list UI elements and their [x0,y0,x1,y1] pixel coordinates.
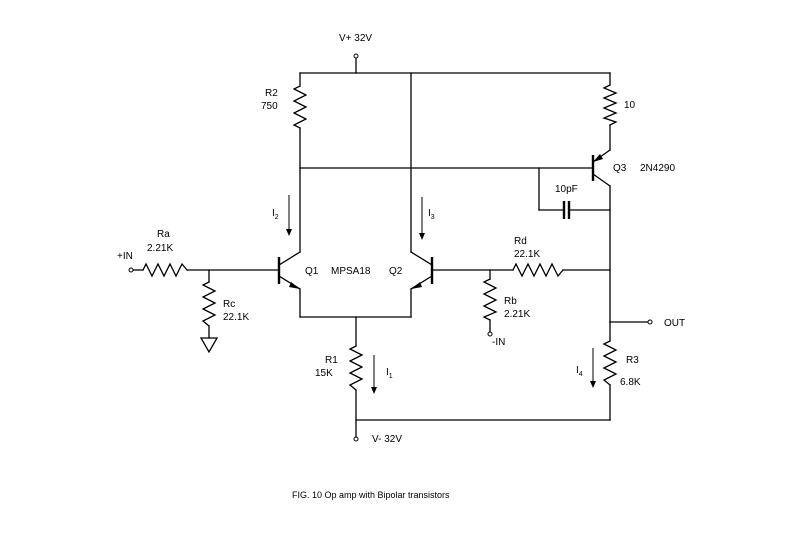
resistor-ra [142,262,188,278]
r1-value: 15K [315,368,333,379]
capacitor-value: 10pF [555,184,578,195]
current-i3-label: I3 [428,208,435,221]
terminals [128,53,653,442]
transistor-q2 [410,251,434,290]
current-i1-label: I1 [386,367,393,380]
rc-name: Rc [223,299,235,310]
r1-name: R1 [325,355,338,366]
rb-value: 2.21K [504,309,530,320]
vplus-label: V+ 32V [339,33,372,44]
transistor-q3 [591,149,611,187]
q1-label: Q1 [305,266,319,277]
r3-name: R3 [626,355,639,366]
q3-part-label: 2N4290 [640,163,675,174]
resistor-10 [602,84,618,126]
transistor-q1 [277,251,301,290]
resistor-rd [512,262,564,278]
resistor-rb [482,278,498,321]
resistor-r1 [348,345,364,391]
resistor-r2 [292,85,308,129]
rc-value: 22.1K [223,312,249,323]
wires [132,57,649,438]
out-terminal [647,319,653,325]
ra-name: Ra [157,229,170,240]
r3-value: 6.8K [620,377,641,388]
plus-in-terminal [128,267,134,273]
resistor-rc [201,281,217,327]
q3-label: Q3 [613,163,627,174]
r10-value: 10 [624,100,636,111]
figure-caption: FIG. 10 Op amp with Bipolar transistors [292,490,450,500]
pair-part-label: MPSA18 [331,266,371,277]
plus-in-label: +IN [117,251,133,262]
vminus-label: V- 32V [372,434,402,445]
ra-value: 2.21K [147,243,173,254]
rd-value: 22.1K [514,249,540,260]
vminus-terminal [353,436,359,442]
capacitor-10pf [562,201,571,219]
current-i2-label: I2 [272,208,279,221]
r2-value: 750 [261,101,278,112]
minus-in-terminal [487,331,493,337]
minus-in-label: -IN [492,337,505,348]
r2-name: R2 [265,88,278,99]
rb-name: Rb [504,296,517,307]
current-i4-label: I4 [576,365,583,378]
rd-name: Rd [514,236,527,247]
q2-label: Q2 [389,266,403,277]
ground-symbol [199,337,219,354]
resistor-r3 [602,340,618,386]
out-label: OUT [664,318,685,329]
vplus-terminal [353,53,359,59]
current-arrows [286,195,596,394]
